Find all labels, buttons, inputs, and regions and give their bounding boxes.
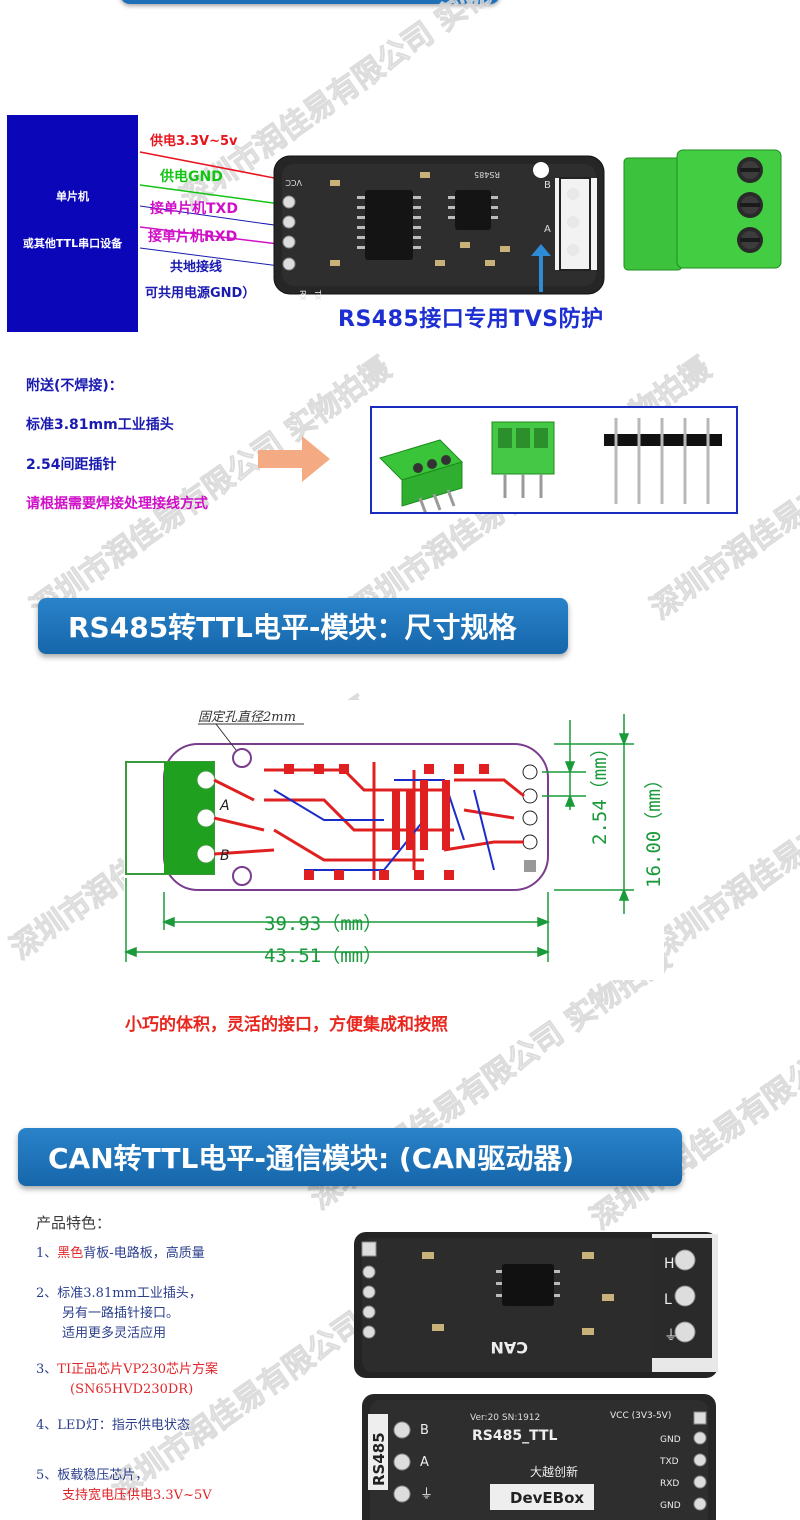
feature-2-line3: 适用更多灵活应用 xyxy=(62,1326,167,1341)
rs485-brand: DevEBox xyxy=(510,1489,584,1507)
arrow-right-icon xyxy=(258,436,330,482)
feature-4-text: LED灯：指示供电状态 xyxy=(57,1418,190,1433)
wire-label-txd: 接单片机TXD xyxy=(150,201,238,217)
dim-board-width: 16.00（mm） xyxy=(643,770,664,888)
wire-label-shared-gnd: 可共用电源GND） xyxy=(145,286,256,301)
wire-label-rxd: 接单片机RXD xyxy=(148,229,238,245)
board-silk-a: A xyxy=(544,224,551,235)
dimension-drawing: A B 固定孔直径2mm 39.93（mm） 43.51（mm） 2.54（mm… xyxy=(123,700,665,980)
feature-5-text: 板载稳压芯片， xyxy=(57,1468,149,1483)
feature-3-num: 3、 xyxy=(36,1362,58,1377)
accessories-title: 附送(不焊接)： xyxy=(26,378,123,394)
board-silk-b: B xyxy=(544,180,551,191)
accessories-note: 请根据需要焊接处理接线方式 xyxy=(26,496,208,512)
rs485-terminal-b: B xyxy=(420,1423,429,1438)
accessories-photo xyxy=(379,418,722,515)
rs485-board-name: RS485_TTL xyxy=(472,1428,558,1444)
rs485-pin-gnd2: GND xyxy=(660,1501,681,1511)
feature-1-part-b: 背板-电路板，高质量 xyxy=(83,1246,205,1261)
rs485-ver: Ver:20 SN:1912 xyxy=(470,1413,540,1423)
rs485-terminal-gnd: ⏚ xyxy=(420,1487,433,1502)
feature-2: 2、标准3.81mm工业插头， 另有一路插针接口。 适用更多灵活应用 xyxy=(36,1284,202,1344)
can-banner: CAN转TTL电平-通信模块: (CAN驱动器) xyxy=(18,1128,682,1186)
rs485-brand-cn: 大越创新 xyxy=(530,1464,578,1479)
tvs-arrow xyxy=(531,244,551,292)
mcu-box: 单片机 或其他TTL串口设备 xyxy=(7,115,138,332)
rs485-board-photo: VCC TXD RXD RS485 B A xyxy=(273,155,605,300)
feature-2-num: 2、 xyxy=(36,1286,58,1301)
board-silk-rxd: RXD xyxy=(298,290,307,300)
wire-label-gnd: 供电GND xyxy=(160,169,223,185)
rs485-pin-txd: TXD xyxy=(659,1457,679,1467)
feature-5: 5、板载稳压芯片， 支持宽电压供电3.3V~5V xyxy=(36,1466,212,1506)
can-terminal-h: H xyxy=(664,1256,675,1272)
feature-1-part-a: 黑色 xyxy=(57,1246,84,1261)
tvs-protection-label: RS485接口专用TVS防护 xyxy=(338,307,604,332)
feature-3: 3、TI正品芯片VP230芯片方案 (SN65HVD230DR) xyxy=(36,1360,218,1400)
feature-1-num: 1、 xyxy=(36,1246,58,1261)
wire-label-common-ground: 共地接线 xyxy=(170,260,223,275)
rs485-pin-vcc: VCC (3V3-5V) xyxy=(610,1411,671,1421)
feature-2-text: 标准3.81mm工业插头， xyxy=(57,1286,202,1301)
top-banner-edge xyxy=(120,0,500,4)
can-terminal-l: L xyxy=(664,1292,672,1308)
features-title: 产品特色： xyxy=(36,1214,112,1232)
rs485-pin-rxd: RXD xyxy=(660,1479,679,1489)
pin-label-b: B xyxy=(220,848,230,864)
pin-label-a: A xyxy=(219,798,230,814)
accessory-pin-header: 2.54间距插针 xyxy=(26,457,117,473)
dimension-note: 小巧的体积，灵活的接口，方便集成和按照 xyxy=(125,1015,448,1035)
accessories-photo-frame xyxy=(370,406,738,515)
feature-4: 4、LED灯：指示供电状态 xyxy=(36,1416,190,1436)
can-board-silk: CAN xyxy=(490,1338,528,1357)
accessory-terminal: 标准3.81mm工业插头 xyxy=(26,417,174,433)
feature-5-num: 5、 xyxy=(36,1468,58,1483)
rs485-terminal-a: A xyxy=(420,1455,429,1470)
feature-4-num: 4、 xyxy=(36,1418,58,1433)
wire-lines xyxy=(139,151,296,269)
mcu-sublabel: 或其他TTL串口设备 xyxy=(22,237,123,250)
green-terminal-block xyxy=(623,149,782,271)
dim-total-length: 43.51（mm） xyxy=(264,945,382,967)
dim-pin-pitch: 2.54（mm） xyxy=(589,738,611,845)
feature-3-text: TI正品芯片VP230芯片方案 xyxy=(57,1362,219,1377)
wire-label-vcc: 供电3.3V~5v xyxy=(150,134,238,149)
board-silk-vcc: VCC xyxy=(285,178,302,187)
rs485-pin-gnd: GND xyxy=(660,1435,681,1445)
board-silk-txd: TXD xyxy=(313,289,322,300)
mcu-label: 单片机 xyxy=(56,190,89,203)
dim-board-length: 39.93（mm） xyxy=(264,913,382,935)
can-board-photo: CAN H L ⏚ xyxy=(354,1232,718,1378)
watermark-text: 深圳市润佳易有限公司 实物拍摄 xyxy=(585,961,800,1237)
hole-diameter-note: 固定孔直径2mm xyxy=(198,709,296,725)
board-silk-name: RS485 xyxy=(474,170,500,179)
feature-2-line2: 另有一路插针接口。 xyxy=(62,1306,180,1321)
feature-1: 1、黑色背板-电路板，高质量 xyxy=(36,1244,205,1264)
rs485-side-label: RS485 xyxy=(370,1432,388,1486)
watermark-text: 深圳市润佳易有限公司 实物拍摄 xyxy=(645,691,800,967)
feature-5-voltage: 支持宽电压供电3.3V~5V xyxy=(62,1488,212,1503)
can-terminal-gnd: ⏚ xyxy=(664,1328,678,1344)
dimension-banner: RS485转TTL电平-模块：尺寸规格 xyxy=(38,598,568,654)
feature-3-part-number: (SN65HVD230DR) xyxy=(70,1382,194,1397)
rs485-ttl-board-photo: RS485 B A ⏚ Ver:20 SN:1912 RS485_TTL 大越创… xyxy=(362,1394,716,1520)
